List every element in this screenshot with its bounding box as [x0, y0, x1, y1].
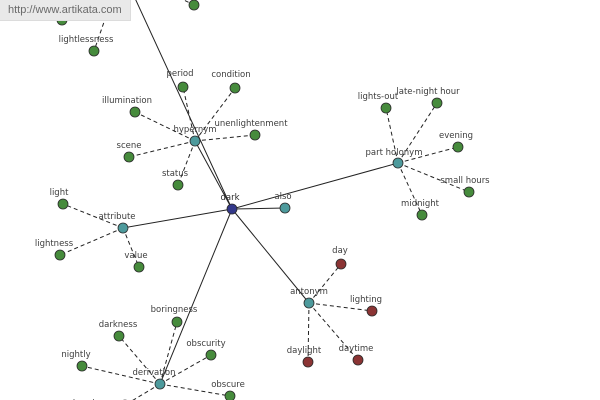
condition-label: condition: [211, 70, 250, 80]
edge-hypernym-unenlightenment: [194, 134, 256, 142]
node-midnight[interactable]: [416, 209, 428, 221]
evening-label: evening: [439, 131, 473, 141]
node-scene[interactable]: [123, 151, 135, 163]
node-top-word-2[interactable]: [188, 0, 200, 11]
node-lightness[interactable]: [54, 249, 66, 261]
edge-antonym-lighting: [308, 302, 373, 312]
illumination-label: illumination: [102, 96, 152, 106]
edge-attribute-value: [122, 227, 140, 268]
edge-dark-derivation: [159, 208, 233, 385]
darkness-label: darkness: [99, 320, 138, 330]
node-derivation[interactable]: [154, 378, 166, 390]
lightlessness-label: lightlessness: [59, 35, 114, 45]
late-night-hour-label: late-night hour: [396, 87, 460, 97]
edge-dark-also: [231, 207, 286, 210]
daylight-label: daylight: [287, 346, 322, 356]
edge-part-holonym-evening: [397, 146, 459, 164]
edge-derivation-nightly: [81, 365, 161, 385]
value-label: value: [124, 251, 147, 261]
edge-part-holonym-lights-out: [385, 107, 399, 164]
boringness-label: boringness: [151, 305, 198, 315]
node-status[interactable]: [172, 179, 184, 191]
edge-antonym-daylight: [307, 302, 310, 363]
node-lightlessness[interactable]: [88, 45, 100, 57]
edge-antonym-day: [308, 263, 342, 304]
small-hours-label: small hours: [440, 176, 490, 186]
node-lights-out[interactable]: [380, 102, 392, 114]
hypernym-label: hypernym: [173, 125, 216, 135]
node-antonym[interactable]: [303, 297, 315, 309]
graph-edges: [59, 0, 470, 400]
node-lighting[interactable]: [366, 305, 378, 317]
scene-label: scene: [117, 141, 142, 151]
node-small-hours[interactable]: [463, 186, 475, 198]
edge-part-holonym-late-night-hour: [397, 102, 438, 164]
source-url-label[interactable]: http://www.artikata.com: [0, 0, 131, 21]
edge-dark-hypernym: [194, 140, 233, 210]
obscure-label: obscure: [211, 380, 245, 390]
lighting-label: lighting: [350, 295, 382, 305]
edge-dark-offscreen: [135, 0, 233, 210]
edge-derivation-dreariness: [132, 383, 161, 400]
node-nightly[interactable]: [76, 360, 88, 372]
graph-labels: hypernym part holonym attribute also antonym…: [35, 35, 490, 400]
edge-antonym-daytime: [308, 302, 359, 361]
node-darkness[interactable]: [113, 330, 125, 342]
node-late-night-hour[interactable]: [431, 97, 443, 109]
node-evening[interactable]: [452, 141, 464, 153]
node-illumination[interactable]: [129, 106, 141, 118]
nightly-label: nightly: [61, 350, 90, 360]
lights-out-label: lights-out: [358, 92, 399, 102]
edge-derivation-obscurity: [159, 354, 212, 385]
attribute-label: attribute: [98, 212, 135, 222]
edge-part-holonym-midnight: [397, 162, 423, 216]
edge-offscreen-top-word-2: [182, 0, 195, 6]
status-label: status: [162, 169, 189, 179]
edge-attribute-lightness: [59, 227, 124, 256]
dark-label: dark: [220, 193, 239, 203]
antonym-label: antonym: [290, 287, 328, 297]
light-label: light: [50, 188, 70, 198]
edge-dark-attribute: [122, 208, 233, 229]
node-light[interactable]: [57, 198, 69, 210]
edge-dark-part-holonym: [231, 162, 399, 210]
daytime-label: daytime: [339, 344, 374, 354]
edge-derivation-darkness: [118, 335, 161, 385]
edge-hypernym-period: [182, 86, 196, 142]
obscurity-label: obscurity: [186, 339, 225, 349]
node-hypernym[interactable]: [189, 135, 201, 147]
node-boringness[interactable]: [171, 316, 183, 328]
node-attribute[interactable]: [117, 222, 129, 234]
day-label: day: [332, 246, 348, 256]
edge-derivation-obscure: [159, 383, 231, 397]
node-also[interactable]: [279, 202, 291, 214]
unenlightenment-label: unenlightenment: [214, 119, 288, 129]
node-period[interactable]: [177, 81, 189, 93]
derivation-label: derivation: [132, 368, 175, 378]
node-daytime[interactable]: [352, 354, 364, 366]
node-part-holonym[interactable]: [392, 157, 404, 169]
node-daylight[interactable]: [302, 356, 314, 368]
graph-nodes: [54, 0, 475, 400]
edge-hypernym-status: [177, 140, 196, 186]
node-value[interactable]: [133, 261, 145, 273]
node-dark[interactable]: [226, 203, 238, 215]
part-holonym-label: part holonym: [366, 148, 423, 158]
midnight-label: midnight: [401, 199, 440, 209]
node-unenlightenment[interactable]: [249, 129, 261, 141]
lightness-label: lightness: [35, 239, 74, 249]
node-obscurity[interactable]: [205, 349, 217, 361]
edge-dark-antonym: [231, 208, 310, 304]
node-day[interactable]: [335, 258, 347, 270]
period-label: period: [166, 69, 193, 79]
node-obscure[interactable]: [224, 390, 236, 400]
edge-derivation-boringness: [159, 321, 178, 385]
edge-hypernym-scene: [128, 140, 196, 158]
node-condition[interactable]: [229, 82, 241, 94]
also-label: also: [274, 192, 291, 202]
edge-part-holonym-small-hours: [397, 162, 470, 193]
edge-attribute-light: [62, 203, 124, 229]
